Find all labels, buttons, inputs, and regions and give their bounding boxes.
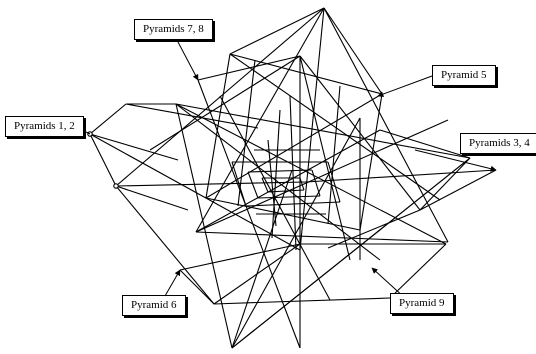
arrow-pyramid-5 bbox=[378, 76, 432, 96]
pyramid-edge bbox=[232, 158, 470, 348]
pyramid-edge bbox=[248, 170, 312, 172]
label-pyramid-9: Pyramid 9 bbox=[390, 293, 454, 314]
label-pyramid-6: Pyramid 6 bbox=[122, 295, 186, 316]
pyramid-edge bbox=[150, 56, 300, 150]
pyramid-edge bbox=[196, 232, 448, 242]
pyramid-edge bbox=[248, 172, 258, 198]
label-pyramids-3-4: Pyramids 3, 4 bbox=[460, 133, 536, 154]
arrow-pyramids-7-8 bbox=[178, 42, 198, 80]
arrow-pyramid-6 bbox=[165, 270, 180, 296]
pyramid-edge bbox=[420, 158, 470, 210]
pyramid-edge bbox=[90, 104, 126, 134]
label-pyramid-5: Pyramid 5 bbox=[432, 65, 496, 86]
pyramid-edge bbox=[116, 182, 306, 186]
pyramid-edge bbox=[258, 196, 320, 198]
pyramid-edge bbox=[196, 130, 380, 232]
pyramid-edge bbox=[328, 210, 420, 248]
pyramid-edge bbox=[116, 186, 188, 210]
pyramid-edge bbox=[312, 170, 320, 196]
pyramid-edge bbox=[306, 170, 496, 182]
pyramid-edge bbox=[324, 8, 448, 242]
pyramid-edge bbox=[230, 8, 324, 54]
vertex-marker bbox=[114, 184, 118, 188]
pyramid-edge bbox=[90, 134, 178, 160]
pyramid-edge bbox=[232, 118, 360, 348]
label-pyramids-7-8: Pyramids 7, 8 bbox=[134, 19, 213, 40]
pyramid-edge bbox=[390, 244, 446, 298]
pyramid-edge bbox=[230, 54, 440, 200]
pyramid-edge bbox=[214, 298, 390, 304]
pyramid-edge bbox=[300, 56, 350, 260]
pyramid-edge bbox=[420, 170, 496, 210]
label-pyramids-1-2: Pyramids 1, 2 bbox=[5, 116, 84, 137]
